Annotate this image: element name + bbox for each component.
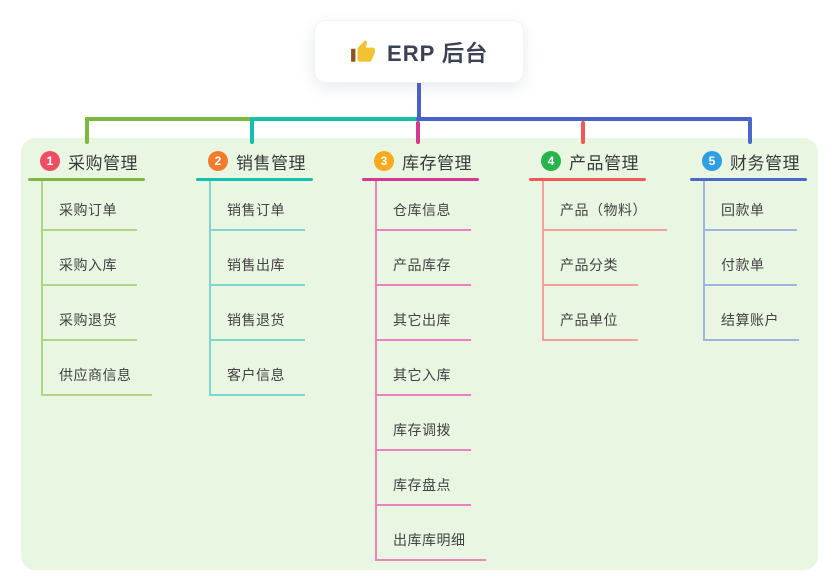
connector-drop-inventory [416,121,420,144]
child-node[interactable]: 库存盘点 [377,451,471,506]
child-node[interactable]: 销售订单 [211,181,305,231]
connector-root-vertical [417,81,421,120]
branch-inventory-management: 3 库存管理 仓库信息 产品库存 其它出库 其它入库 库存调拨 库存盘点 出库库… [362,149,486,561]
child-node[interactable]: 产品分类 [544,231,638,286]
connector-drop-product [581,121,585,144]
child-node[interactable]: 付款单 [705,231,797,286]
child-node[interactable]: 采购入库 [43,231,137,286]
child-node[interactable]: 出库库明细 [377,506,486,561]
child-node[interactable]: 回款单 [705,181,797,231]
branch-header[interactable]: 2 销售管理 [196,149,313,173]
child-node[interactable]: 产品库存 [377,231,471,286]
child-node[interactable]: 产品（物料） [544,181,667,231]
branch-underline [362,178,479,181]
branches-background-panel [21,138,818,570]
branch-title: 财务管理 [730,153,800,173]
connector-drop-purchase [85,117,89,144]
connector-drop-sales [250,117,254,144]
child-node[interactable]: 销售退货 [211,286,305,341]
branch-underline [529,178,646,181]
child-node[interactable]: 其它入库 [377,341,471,396]
branch-number-badge: 2 [208,151,228,171]
branch-children: 采购订单 采购入库 采购退货 供应商信息 [41,181,152,396]
child-node[interactable]: 结算账户 [705,286,799,341]
connector-trunk-purchase [85,117,254,121]
branch-title: 库存管理 [402,153,472,173]
branch-title: 产品管理 [569,153,639,173]
branch-purchase-management: 1 采购管理 采购订单 采购入库 采购退货 供应商信息 [28,149,152,396]
branch-underline [28,178,145,181]
branch-children: 产品（物料） 产品分类 产品单位 [542,181,667,341]
branch-number-badge: 4 [541,151,561,171]
branch-header[interactable]: 5 财务管理 [690,149,807,173]
root-node-label: ERP 后台 [387,40,488,66]
root-node[interactable]: ERP 后台 [315,21,523,82]
child-node[interactable]: 采购退货 [43,286,137,341]
child-node[interactable]: 仓库信息 [377,181,471,231]
branch-title: 销售管理 [236,153,306,173]
branch-children: 回款单 付款单 结算账户 [703,181,807,341]
child-node[interactable]: 库存调拨 [377,396,471,451]
child-node[interactable]: 销售出库 [211,231,305,286]
branch-number-badge: 1 [40,151,60,171]
branch-children: 仓库信息 产品库存 其它出库 其它入库 库存调拨 库存盘点 出库库明细 [375,181,486,561]
branch-finance-management: 5 财务管理 回款单 付款单 结算账户 [690,149,807,341]
branch-header[interactable]: 3 库存管理 [362,149,486,173]
branch-underline [196,178,313,181]
branch-sales-management: 2 销售管理 销售订单 销售出库 销售退货 客户信息 [196,149,313,396]
branch-header[interactable]: 4 产品管理 [529,149,667,173]
branch-children: 销售订单 销售出库 销售退货 客户信息 [209,181,313,396]
child-node[interactable]: 产品单位 [544,286,638,341]
branch-underline [690,178,807,181]
child-node[interactable]: 客户信息 [211,341,305,396]
branch-product-management: 4 产品管理 产品（物料） 产品分类 产品单位 [529,149,667,341]
branch-number-badge: 3 [374,151,394,171]
child-node[interactable]: 供应商信息 [43,341,152,396]
connector-drop-finance [748,117,752,144]
thumbs-up-icon [350,39,376,65]
child-node[interactable]: 采购订单 [43,181,137,231]
connector-trunk-right [416,117,752,121]
connector-trunk-sales [252,117,418,121]
child-node[interactable]: 其它出库 [377,286,471,341]
branch-header[interactable]: 1 采购管理 [28,149,152,173]
branch-title: 采购管理 [68,153,138,173]
branch-number-badge: 5 [702,151,722,171]
